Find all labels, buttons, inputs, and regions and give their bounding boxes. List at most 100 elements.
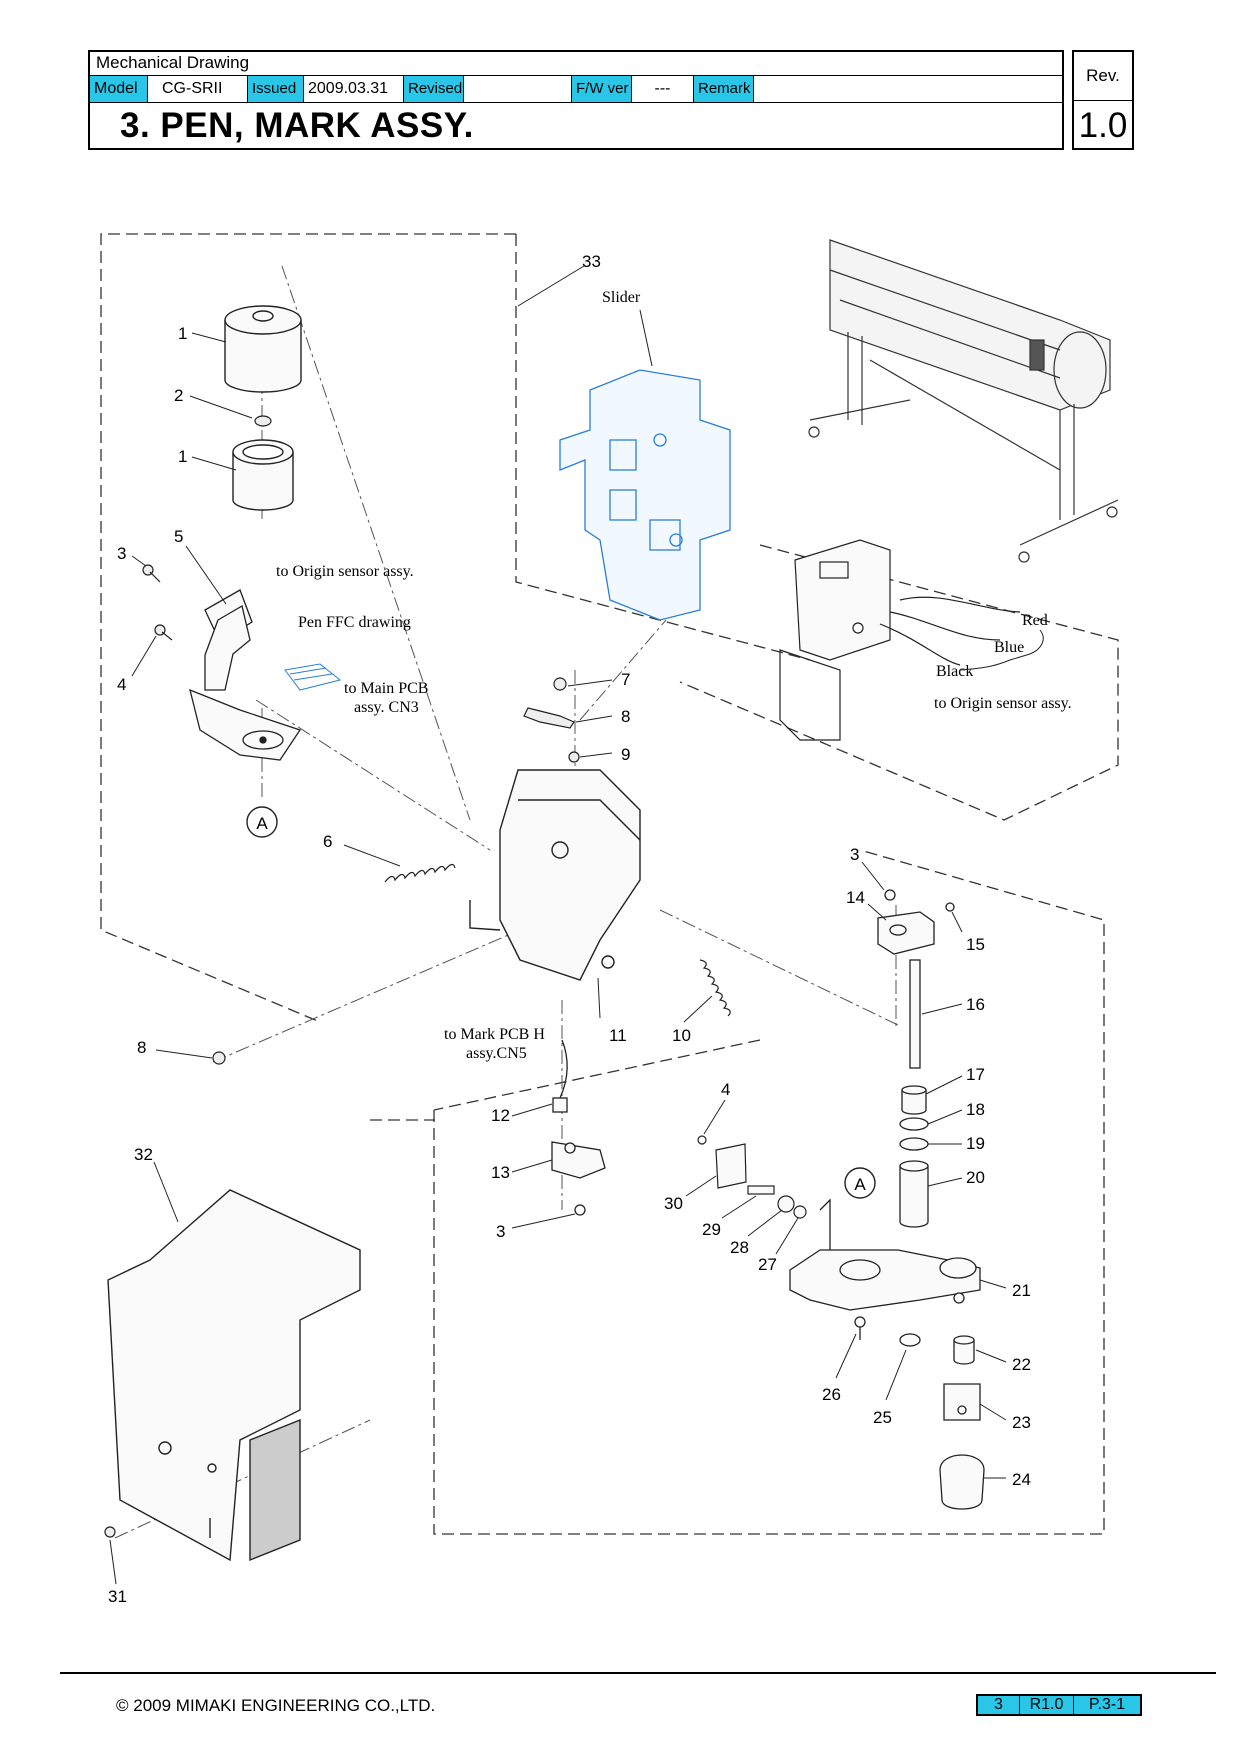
- leader-9: [579, 752, 613, 758]
- screw-31: [104, 1526, 116, 1538]
- ffc-cable: [284, 663, 342, 691]
- cap-24: [939, 1454, 985, 1510]
- small-parts-7-8-9: [523, 677, 580, 763]
- callout-30: 30: [664, 1194, 683, 1213]
- group-boundaries: [100, 233, 1119, 1535]
- callout-26: 26: [822, 1385, 841, 1404]
- wire-bracket: [959, 629, 1044, 671]
- callout-33: 33: [582, 252, 601, 271]
- callout-10: 10: [672, 1026, 691, 1045]
- callout-28: 28: [730, 1238, 749, 1257]
- callout-6: 6: [323, 832, 332, 851]
- title-block: Mechanical Drawing Model CG-SRII Issued …: [88, 50, 1064, 150]
- axis-line-screw8: [212, 929, 521, 1063]
- main-bracket-part: [469, 769, 641, 981]
- ring-18: [899, 1117, 929, 1131]
- axis-line-1: [281, 265, 471, 821]
- slider-hole-1: [653, 433, 667, 447]
- ref-a-circle-right: [844, 1167, 876, 1199]
- axis-line-2: [255, 699, 491, 851]
- callout-1a: 1: [178, 324, 187, 343]
- part-22-top: [953, 1335, 975, 1345]
- leader-1a: [191, 332, 227, 343]
- plotter-wheel-2: [1018, 551, 1030, 563]
- bracket-hole-1: [551, 841, 569, 859]
- note-slider: Slider: [602, 289, 641, 306]
- callout-7: 7: [621, 670, 630, 689]
- leader-12: [511, 1103, 553, 1117]
- page-number: 3: [978, 1696, 1020, 1714]
- callout-18: 18: [966, 1100, 985, 1119]
- leader-28: [747, 1209, 783, 1237]
- boundary-left: [100, 233, 516, 1023]
- page-reference: 3 R1.0 P.3-1: [976, 1694, 1142, 1716]
- copyright: © 2009 MIMAKI ENGINEERING CO.,LTD.: [116, 1696, 436, 1715]
- plotter-foot-2: [1019, 499, 1119, 546]
- revised-label: Revised: [404, 76, 464, 102]
- connector-block: [819, 561, 849, 579]
- ffc-stripe-1: [289, 667, 327, 675]
- callout-4b: 4: [721, 1080, 730, 1099]
- leader-32: [153, 1161, 179, 1223]
- note-black: Black: [936, 663, 973, 680]
- rev-value: 1.0: [1078, 106, 1128, 145]
- callout-3c: 3: [496, 1222, 505, 1241]
- leader-16: [921, 1003, 963, 1015]
- leader-21: [979, 1279, 1007, 1289]
- motor-part: [224, 305, 302, 393]
- boundary-slider: [515, 234, 811, 661]
- note-main-pcb-2: assy. CN3: [354, 699, 419, 716]
- screw-8-lower-head: [212, 1051, 226, 1065]
- sleeve-20: [899, 1165, 929, 1228]
- pin-29: [747, 1185, 775, 1195]
- issued-value: 2009.03.31: [304, 76, 404, 102]
- screw-15: [945, 902, 955, 912]
- leader-4: [131, 635, 157, 677]
- leader-3c: [861, 861, 885, 891]
- callout-8a: 8: [621, 707, 630, 726]
- leader-15: [951, 911, 963, 933]
- leader-6: [343, 844, 401, 867]
- sensor-12: [552, 1097, 568, 1113]
- shaft-16: [909, 959, 921, 1069]
- note-mark-pcb-2: assy.CN5: [466, 1045, 527, 1062]
- callout-12: 12: [491, 1106, 510, 1125]
- base-arm: [819, 1198, 831, 1250]
- plotter-end-cap: [1053, 331, 1107, 409]
- callout-23: 23: [1012, 1413, 1031, 1432]
- doc-type: Mechanical Drawing: [90, 52, 1062, 76]
- leader-18: [927, 1109, 963, 1125]
- leader-27: [775, 1217, 799, 1255]
- callout-3b: 3: [850, 845, 859, 864]
- screw-3-4: [142, 564, 173, 641]
- callout-27: 27: [758, 1255, 777, 1274]
- bearing-28: [777, 1195, 795, 1213]
- plotter-foot-1: [809, 399, 911, 421]
- nut-part: [254, 415, 272, 427]
- remark-label: Remark: [694, 76, 754, 102]
- callout-19: 19: [966, 1134, 985, 1153]
- plotter-illustration: [808, 239, 1119, 563]
- wire-blue: [889, 611, 1001, 641]
- screw-4-shank: [161, 631, 173, 641]
- slider-window-2: [609, 489, 637, 521]
- collar-27: [793, 1205, 807, 1219]
- wire-red: [899, 596, 1021, 613]
- leader-8: [575, 715, 613, 723]
- callout-21: 21: [1012, 1281, 1031, 1300]
- holder-arm: [189, 688, 302, 761]
- leader-14: [867, 903, 887, 921]
- wire-black: [879, 623, 961, 666]
- page-title: 3. PEN, MARK ASSY.: [120, 106, 474, 145]
- screw-3-shaft: [884, 889, 896, 901]
- plotter-carriage: [1029, 339, 1045, 371]
- holder-pin: [259, 736, 267, 744]
- leader-slider: [639, 309, 653, 367]
- screw-7: [553, 677, 567, 691]
- callout-17: 17: [966, 1065, 985, 1084]
- plotter-brace: [869, 359, 1061, 471]
- leader-29: [721, 1195, 757, 1219]
- mark-sensor: [551, 1039, 606, 1216]
- holder-13: [551, 1141, 606, 1179]
